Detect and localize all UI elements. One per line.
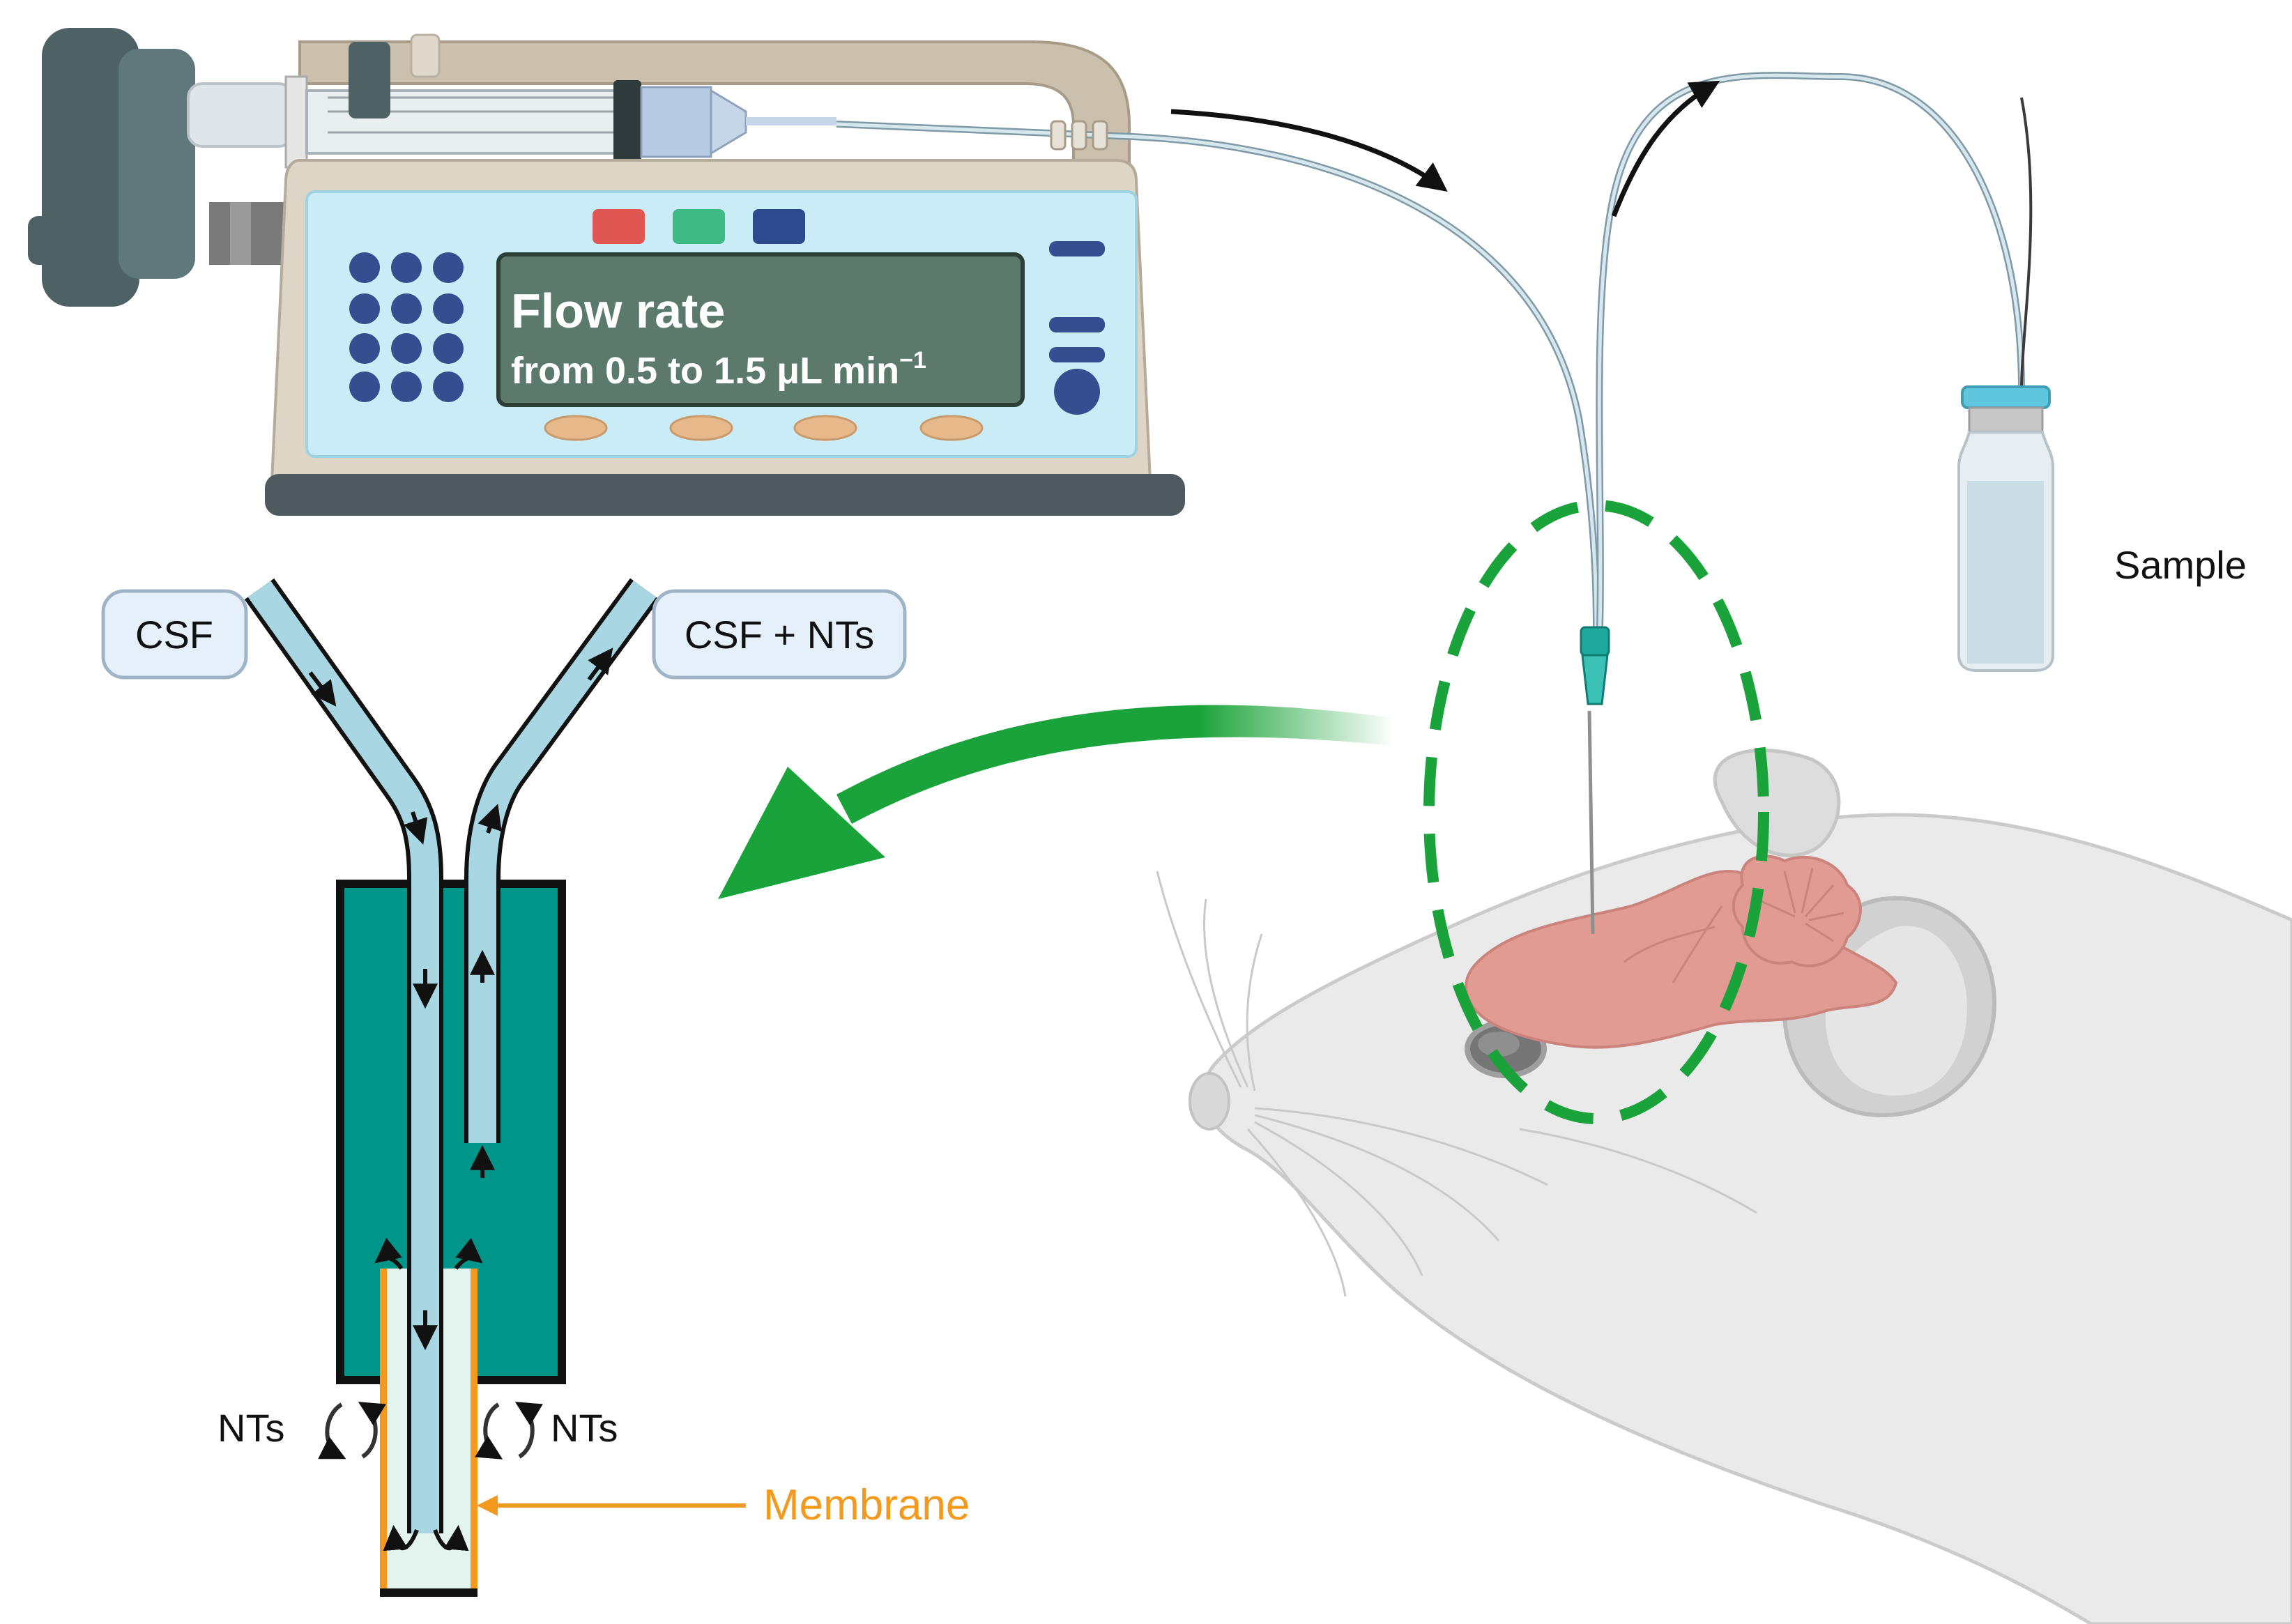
side-button-3[interactable] [1049,347,1105,362]
inlet-label-box [101,589,248,680]
dial-button[interactable] [1054,369,1100,415]
probe-hub [1580,626,1610,705]
flow-arrow-out [1611,80,1720,217]
inlet-label: CSF [135,613,213,657]
exchange-arrows-right [475,1402,543,1460]
mouse-illustration [1156,710,2292,1624]
soft-key-2[interactable] [669,415,733,441]
red-button[interactable] [593,209,645,244]
side-button-2[interactable] [1049,317,1105,332]
side-button-1[interactable] [1049,241,1105,256]
display-unit-exponent: −1 [899,347,926,374]
flow-arrow-in [1170,109,1448,192]
zoom-region-outline [1423,500,1769,1124]
display-title: Flow rate [511,284,725,338]
pump-display [496,252,1025,407]
brain-illustration [1465,855,1898,1049]
exchange-arrows-left [318,1402,386,1460]
zoom-arrow [718,705,1394,899]
outlet-label-box [652,589,907,680]
membrane-label: Membrane [763,1481,970,1529]
soft-key-1[interactable] [544,415,608,441]
syringe-pump: Flow rate from 0.5 to 1.5 μL min−1 [28,28,1185,516]
probe-detail [244,578,746,1597]
blue-button[interactable] [753,209,805,244]
right-exchange-label: NTs [551,1406,618,1450]
sample-label: Sample [2114,543,2247,587]
soft-key-4[interactable] [919,415,984,441]
keypad[interactable] [349,252,464,402]
left-exchange-label: NTs [217,1406,284,1450]
display-range: from 0.5 to 1.5 μL min−1 [511,347,926,392]
sample-vial [1957,385,2054,672]
outlet-label: CSF + NTs [685,613,874,657]
green-button[interactable] [673,209,725,244]
soft-key-3[interactable] [793,415,857,441]
